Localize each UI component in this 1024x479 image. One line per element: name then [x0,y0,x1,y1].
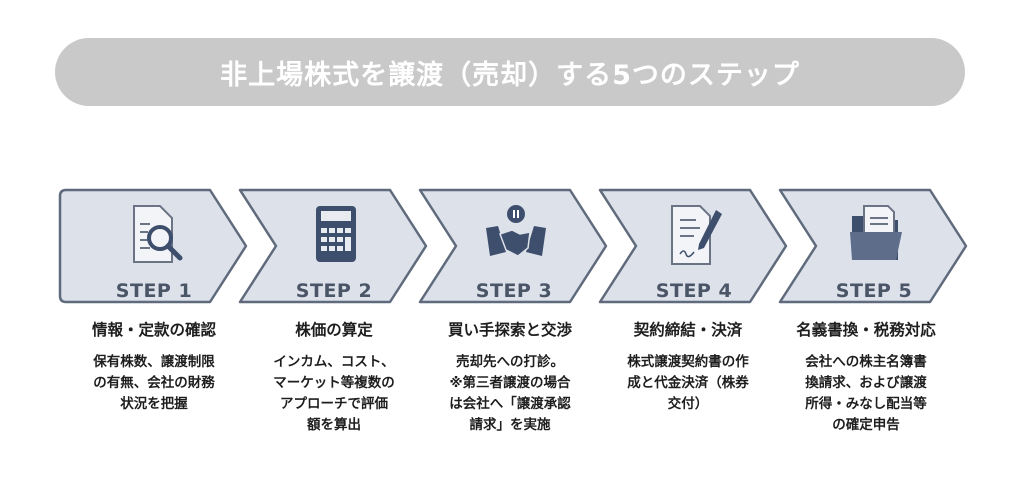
step-5-description: 名義書換・税務対応 会社への株主名簿書 換請求、および譲渡 所得・みなし配当等 … [776,318,956,436]
step-heading: 情報・定款の確認 [91,321,216,339]
step-desc: インカム、コスト、 マーケット等複数の アプローチで評価 額を算出 [273,354,395,433]
handshake-icon [486,205,546,257]
step-label: STEP 2 [295,280,373,302]
folder-documents-icon [850,205,902,260]
calculator-icon [316,206,356,262]
step-label: STEP 1 [115,280,193,302]
step-heading: 契約締結・決済 [633,321,743,339]
step-heading: 株価の算定 [295,321,373,339]
page-title: 非上場株式を譲渡（売却）する5つのステップ [220,59,800,91]
step-heading: 名義書換・税務対応 [796,321,936,339]
step-4-description: 契約締結・決済 株式譲渡契約書の作 成と代金決済（株券 交付） [598,318,778,415]
step-desc: 保有株数、譲渡制限 の有無、会社の財務 状況を把握 [93,354,215,412]
title-banner: 非上場株式を譲渡（売却）する5つのステップ [55,38,965,106]
step-desc: 株式譲渡契約書の作 成と代金決済（株券 交付） [627,354,749,412]
step-desc: 売却先への打診。 ※第三者譲渡の場合 は会社へ「譲渡承認 請求」を実施 [449,354,571,433]
step-label: STEP 5 [835,280,913,302]
step-label: STEP 4 [655,280,733,302]
document-search-icon [133,205,183,263]
contract-sign-icon [671,205,722,265]
step-desc: 会社への株主名簿書 換請求、および譲渡 所得・みなし配当等 の確定申告 [805,354,927,433]
step-label: STEP 3 [475,280,553,302]
step-heading: 買い手探索と交渉 [447,321,572,339]
step-3-description: 買い手探索と交渉 売却先への打診。 ※第三者譲渡の場合 は会社へ「譲渡承認 請求… [420,318,600,436]
step-2-description: 株価の算定 インカム、コスト、 マーケット等複数の アプローチで評価 額を算出 [244,318,424,436]
step-1-description: 情報・定款の確認 保有株数、譲渡制限 の有無、会社の財務 状況を把握 [64,318,244,415]
